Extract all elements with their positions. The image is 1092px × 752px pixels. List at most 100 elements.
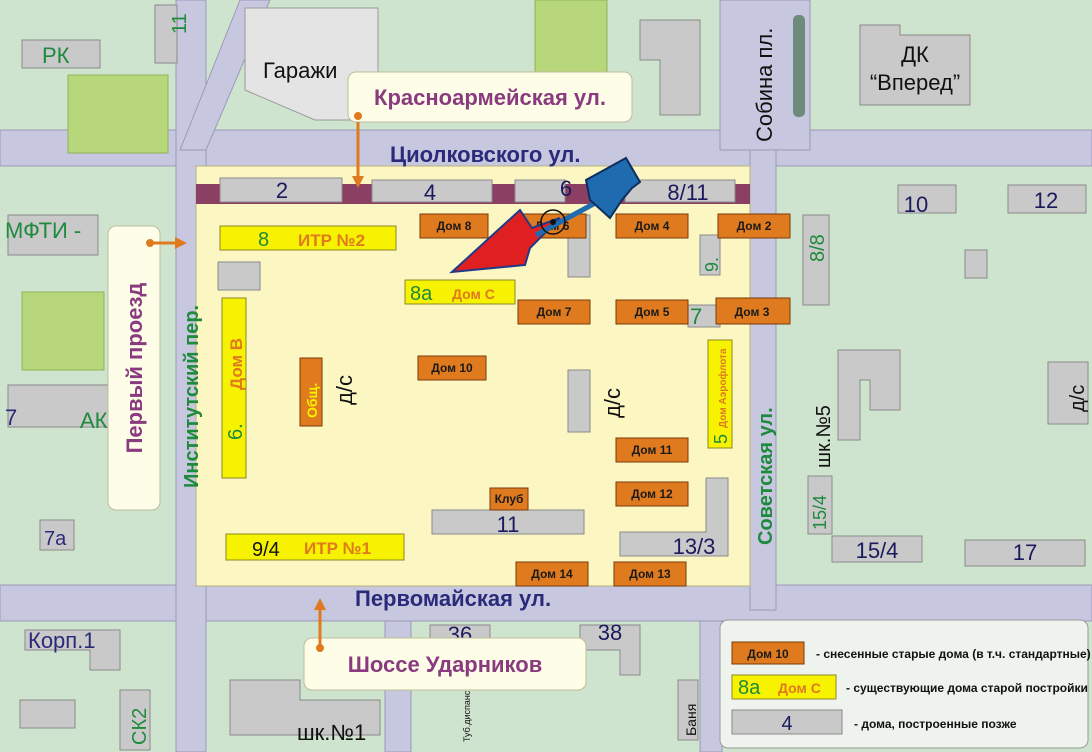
label-house-15-4: 15/4 <box>856 538 899 563</box>
label-domv-name: Дом В <box>227 338 246 390</box>
building-sw <box>19 699 76 729</box>
red-arrow <box>449 208 561 274</box>
building-sk2 <box>119 689 151 751</box>
house-dom-v <box>221 297 247 479</box>
legend: Дом 10 - снесенные старые дома (в т.ч. с… <box>719 619 1091 749</box>
label-dom13: Дом 13 <box>629 567 671 581</box>
building-ak <box>7 384 119 428</box>
label-house-2: 2 <box>276 178 288 203</box>
building-shk5 <box>837 349 901 441</box>
house-2 <box>219 177 343 203</box>
label-house-13-3: 13/3 <box>673 534 716 559</box>
label-dk-1: ДК <box>901 42 929 67</box>
legend-existing-name: Дом С <box>778 680 821 696</box>
label-mfti: МФТИ - <box>5 218 81 243</box>
street-south-lane-2 <box>699 620 723 752</box>
pointer-pervy-proezd-head <box>175 237 187 249</box>
label-dom4: Дом 4 <box>635 219 670 233</box>
building-12 <box>1007 184 1087 214</box>
label-dom14: Дом 14 <box>531 567 573 581</box>
label-rk: РК <box>42 43 70 68</box>
green-areas <box>21 0 608 371</box>
label-institutsky: Институтский пер. <box>181 305 203 488</box>
callout-krasnoarmeyskaya-label: Красноармейская ул. <box>374 85 606 110</box>
label-tub: Туб.диспансер <box>462 681 472 742</box>
pointer-shosse-head <box>314 598 326 610</box>
building-8-8 <box>802 214 830 306</box>
place-labels: Гаражи ДК “Вперед” шк.№1 шк.№5 д/с Баня … <box>263 42 1089 745</box>
label-sk2: СК2 <box>129 708 151 745</box>
label-obsch: Общ. <box>304 383 320 418</box>
label-korp1: Корп.1 <box>28 628 96 653</box>
street-labels: Циолковского ул. Первомайская ул. <box>355 142 580 611</box>
label-itr1-name: ИТР №1 <box>304 539 371 558</box>
house-dom4 <box>615 213 689 239</box>
building-ds-right <box>1047 361 1089 425</box>
building-10 <box>897 184 957 214</box>
outside-buildings <box>7 4 1089 751</box>
callout-pervy-proezd[interactable]: Первый проезд <box>107 225 161 511</box>
demolished-house-labels: Дом 8 Дом 6 Дом 4 Дом 2 Дом 7 Дом 5 Дом … <box>431 219 771 581</box>
building-17 <box>964 539 1086 567</box>
callout-pervy-proezd-label: Первый проезд <box>122 283 147 454</box>
building-15-4 <box>831 535 923 563</box>
label-garazhi: Гаражи <box>263 58 337 83</box>
pointer-krasnoarmeyskaya-head <box>352 176 364 188</box>
label-itr2-num: 8 <box>258 229 269 251</box>
label-n7a: 7а <box>44 528 67 550</box>
park-north <box>67 74 169 154</box>
label-house-8-8: 8/8 <box>807 234 829 262</box>
building-banya <box>677 679 699 741</box>
house-dom2 <box>717 213 791 239</box>
label-shk1: шк.№1 <box>297 720 366 745</box>
park-west <box>21 291 105 371</box>
callout-pervy-proezd-box <box>107 225 161 511</box>
callout-shosse-box <box>303 637 587 691</box>
label-house-38: 38 <box>598 620 622 645</box>
house-west-small <box>217 261 261 291</box>
callout-shosse[interactable]: Шоссе Ударников <box>303 637 587 691</box>
pointer-shosse-dot <box>316 644 324 652</box>
house-aeroflot <box>707 339 733 449</box>
legend-later-text: - дома, построенные позже <box>854 717 1017 731</box>
house-dom14 <box>515 561 589 587</box>
label-dom5: Дом 5 <box>635 305 670 319</box>
label-house-7: 7 <box>690 304 702 329</box>
label-n7: 7 <box>5 405 17 430</box>
building-7a <box>39 519 75 551</box>
label-house-11: 11 <box>497 512 520 537</box>
sobina-median <box>793 15 805 117</box>
blue-arrow-head <box>584 156 642 220</box>
label-dk-2: “Вперед” <box>870 70 960 95</box>
label-itr2-name: ИТР №2 <box>298 231 365 250</box>
pointer-pervy-proezd-dot <box>146 239 154 247</box>
house-dom5 <box>615 299 689 325</box>
callout-krasnoarmeyskaya[interactable]: Красноармейская ул. <box>347 71 633 123</box>
label-house-6: 6 <box>560 176 572 201</box>
demolished-houses <box>299 213 791 587</box>
label-dom11: Дом 11 <box>632 443 673 457</box>
callout-krasnoarmeyskaya-box <box>347 71 633 123</box>
label-dom12: Дом 12 <box>631 487 673 501</box>
viewpoint-circle-icon <box>540 209 566 235</box>
label-aero-num: 5 <box>711 434 731 444</box>
house-dom12 <box>615 481 689 507</box>
label-klub: Клуб <box>495 492 524 506</box>
label-itr1-num: 9/4 <box>252 539 280 561</box>
legend-existing-text: - существующие дома старой постройки <box>846 681 1088 695</box>
building-dk <box>859 24 971 106</box>
legend-demolished-swatch <box>731 641 805 665</box>
label-dom10: Дом 10 <box>431 361 473 375</box>
house-itr2 <box>219 225 397 251</box>
house-ds-center <box>567 369 591 433</box>
label-shk5: шк.№5 <box>813 405 835 468</box>
building-mfti <box>7 214 99 256</box>
label-dom8: Дом 8 <box>437 219 472 233</box>
label-dom7: Дом 7 <box>537 305 572 319</box>
label-tsiolkovskogo: Циолковского ул. <box>390 142 580 167</box>
label-house-12: 12 <box>1034 188 1058 213</box>
label-house-8-11: 8/11 <box>667 180 708 205</box>
view-arrows <box>449 156 642 274</box>
house-4 <box>371 179 493 203</box>
